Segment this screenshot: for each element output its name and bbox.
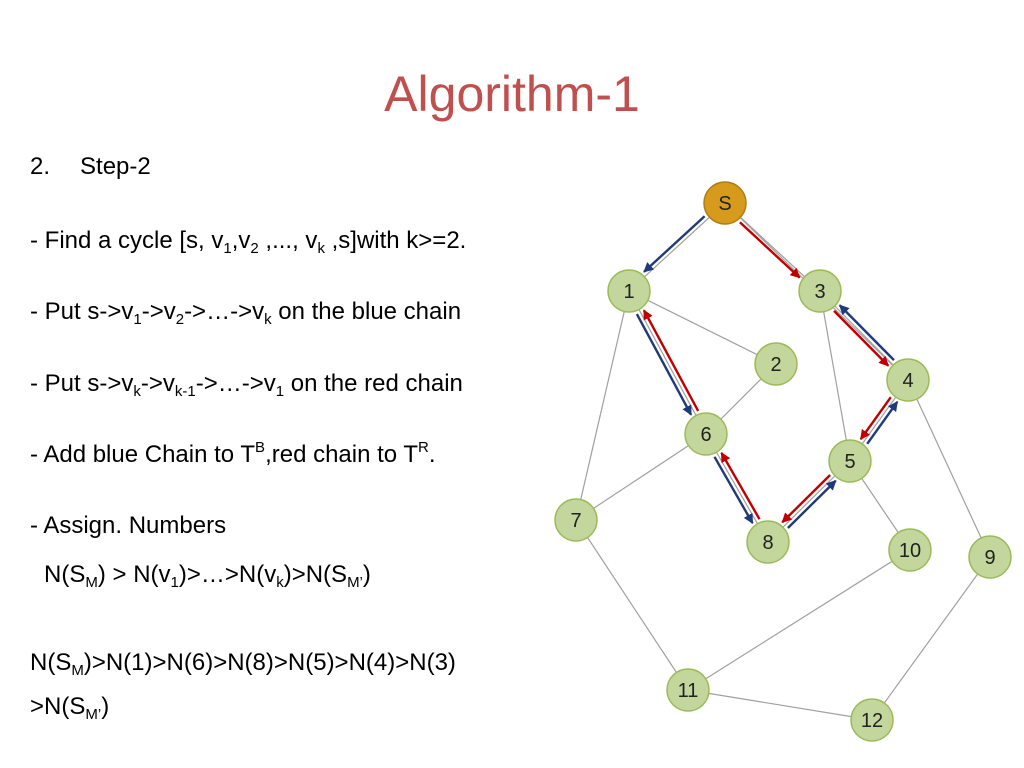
- graph-node-label-1: 1: [623, 281, 634, 303]
- graph-node-2: 2: [754, 342, 798, 386]
- graph-node-label-3: 3: [814, 281, 825, 303]
- numbering-order-line: N(SM) > N(v1)>…>N(vk)>N(SM’): [44, 561, 371, 591]
- blue-chain-arrow-5-4: [866, 401, 899, 445]
- step-heading: 2. Step-2: [30, 152, 151, 182]
- graph-node-11: 11: [666, 668, 710, 712]
- blue-chain-line: - Put s->v1->v2->…->vk on the blue chain: [30, 298, 462, 328]
- graph-node-1: 1: [607, 269, 651, 313]
- graph-node-label-6: 6: [700, 424, 711, 446]
- graph-node-s: S: [703, 181, 747, 225]
- graph-node-12: 12: [850, 698, 894, 742]
- graph-node-6: 6: [684, 412, 728, 456]
- edge-4-9: [907, 379, 991, 558]
- graph-node-label-7: 7: [570, 510, 581, 532]
- graph-node-8: 8: [746, 520, 790, 564]
- graph-node-label-11: 11: [678, 680, 699, 702]
- graph-node-label-s: S: [718, 193, 731, 215]
- red-chain-arrow-6-1: [642, 309, 700, 412]
- find-cycle-line: - Find a cycle [s, v1,v2 ,..., vk ,s]wit…: [30, 227, 467, 257]
- blue-chain-arrow-6-8: [713, 456, 754, 525]
- red-chain-line: - Put s->vk->vk-1->…->v1 on the red chai…: [30, 370, 463, 400]
- edge-1-2: [628, 290, 777, 365]
- graph-node-5: 5: [828, 439, 872, 483]
- graph-node-label-12: 12: [861, 710, 883, 732]
- edge-1-6: [628, 290, 707, 435]
- graph-node-label-5: 5: [844, 451, 855, 473]
- edge-11-12: [687, 689, 873, 721]
- edge-1-7: [575, 290, 630, 521]
- graph-node-label-10: 10: [899, 540, 921, 562]
- edge-9-12: [871, 556, 991, 721]
- red-chain-arrow-5-8: [781, 474, 831, 524]
- edge-7-11: [575, 519, 689, 691]
- graph-node-10: 10: [888, 528, 932, 572]
- red-chain-arrow-3-4: [833, 310, 890, 367]
- numbering-result-line-1: N(SM)>N(1)>N(6)>N(8)>N(5)>N(4)>N(3): [30, 649, 456, 679]
- graph-node-3: 3: [798, 269, 842, 313]
- edge-6-7: [575, 433, 707, 521]
- blue-chain-arrow-8-5: [787, 479, 837, 529]
- graph-node-label-9: 9: [984, 547, 995, 569]
- blue-chain-arrow-S-1: [643, 215, 706, 273]
- red-chain-arrow-S-3: [739, 221, 801, 279]
- red-chain-arrow-8-6: [720, 451, 761, 520]
- graph-node-9: 9: [968, 535, 1012, 579]
- numbering-result-line-2: >N(SM’): [30, 693, 110, 723]
- red-chain-arrow-4-5: [859, 396, 892, 440]
- slide-title: Algorithm-1: [384, 66, 640, 122]
- edge-3-5: [819, 290, 851, 462]
- assign-numbers-line: - Assign. Numbers: [30, 512, 227, 539]
- graph-node-7: 7: [554, 498, 598, 542]
- graph-diagram: S 1 3 2 4 6 5 7 8 10 9 11 12: [554, 181, 1012, 742]
- graph-node-4: 4: [886, 358, 930, 402]
- graph-node-label-4: 4: [902, 370, 913, 392]
- step-number: 2.: [30, 153, 51, 180]
- graph-node-label-8: 8: [762, 532, 773, 554]
- graph-node-label-2: 2: [770, 354, 781, 376]
- add-chain-line: - Add blue Chain to TB,red chain to TR.: [30, 439, 436, 468]
- blue-chain-arrow-1-6: [635, 313, 693, 416]
- step-label: Step-2: [80, 153, 151, 180]
- edge-10-11: [687, 549, 911, 691]
- blue-chain-arrow-4-3: [838, 304, 895, 361]
